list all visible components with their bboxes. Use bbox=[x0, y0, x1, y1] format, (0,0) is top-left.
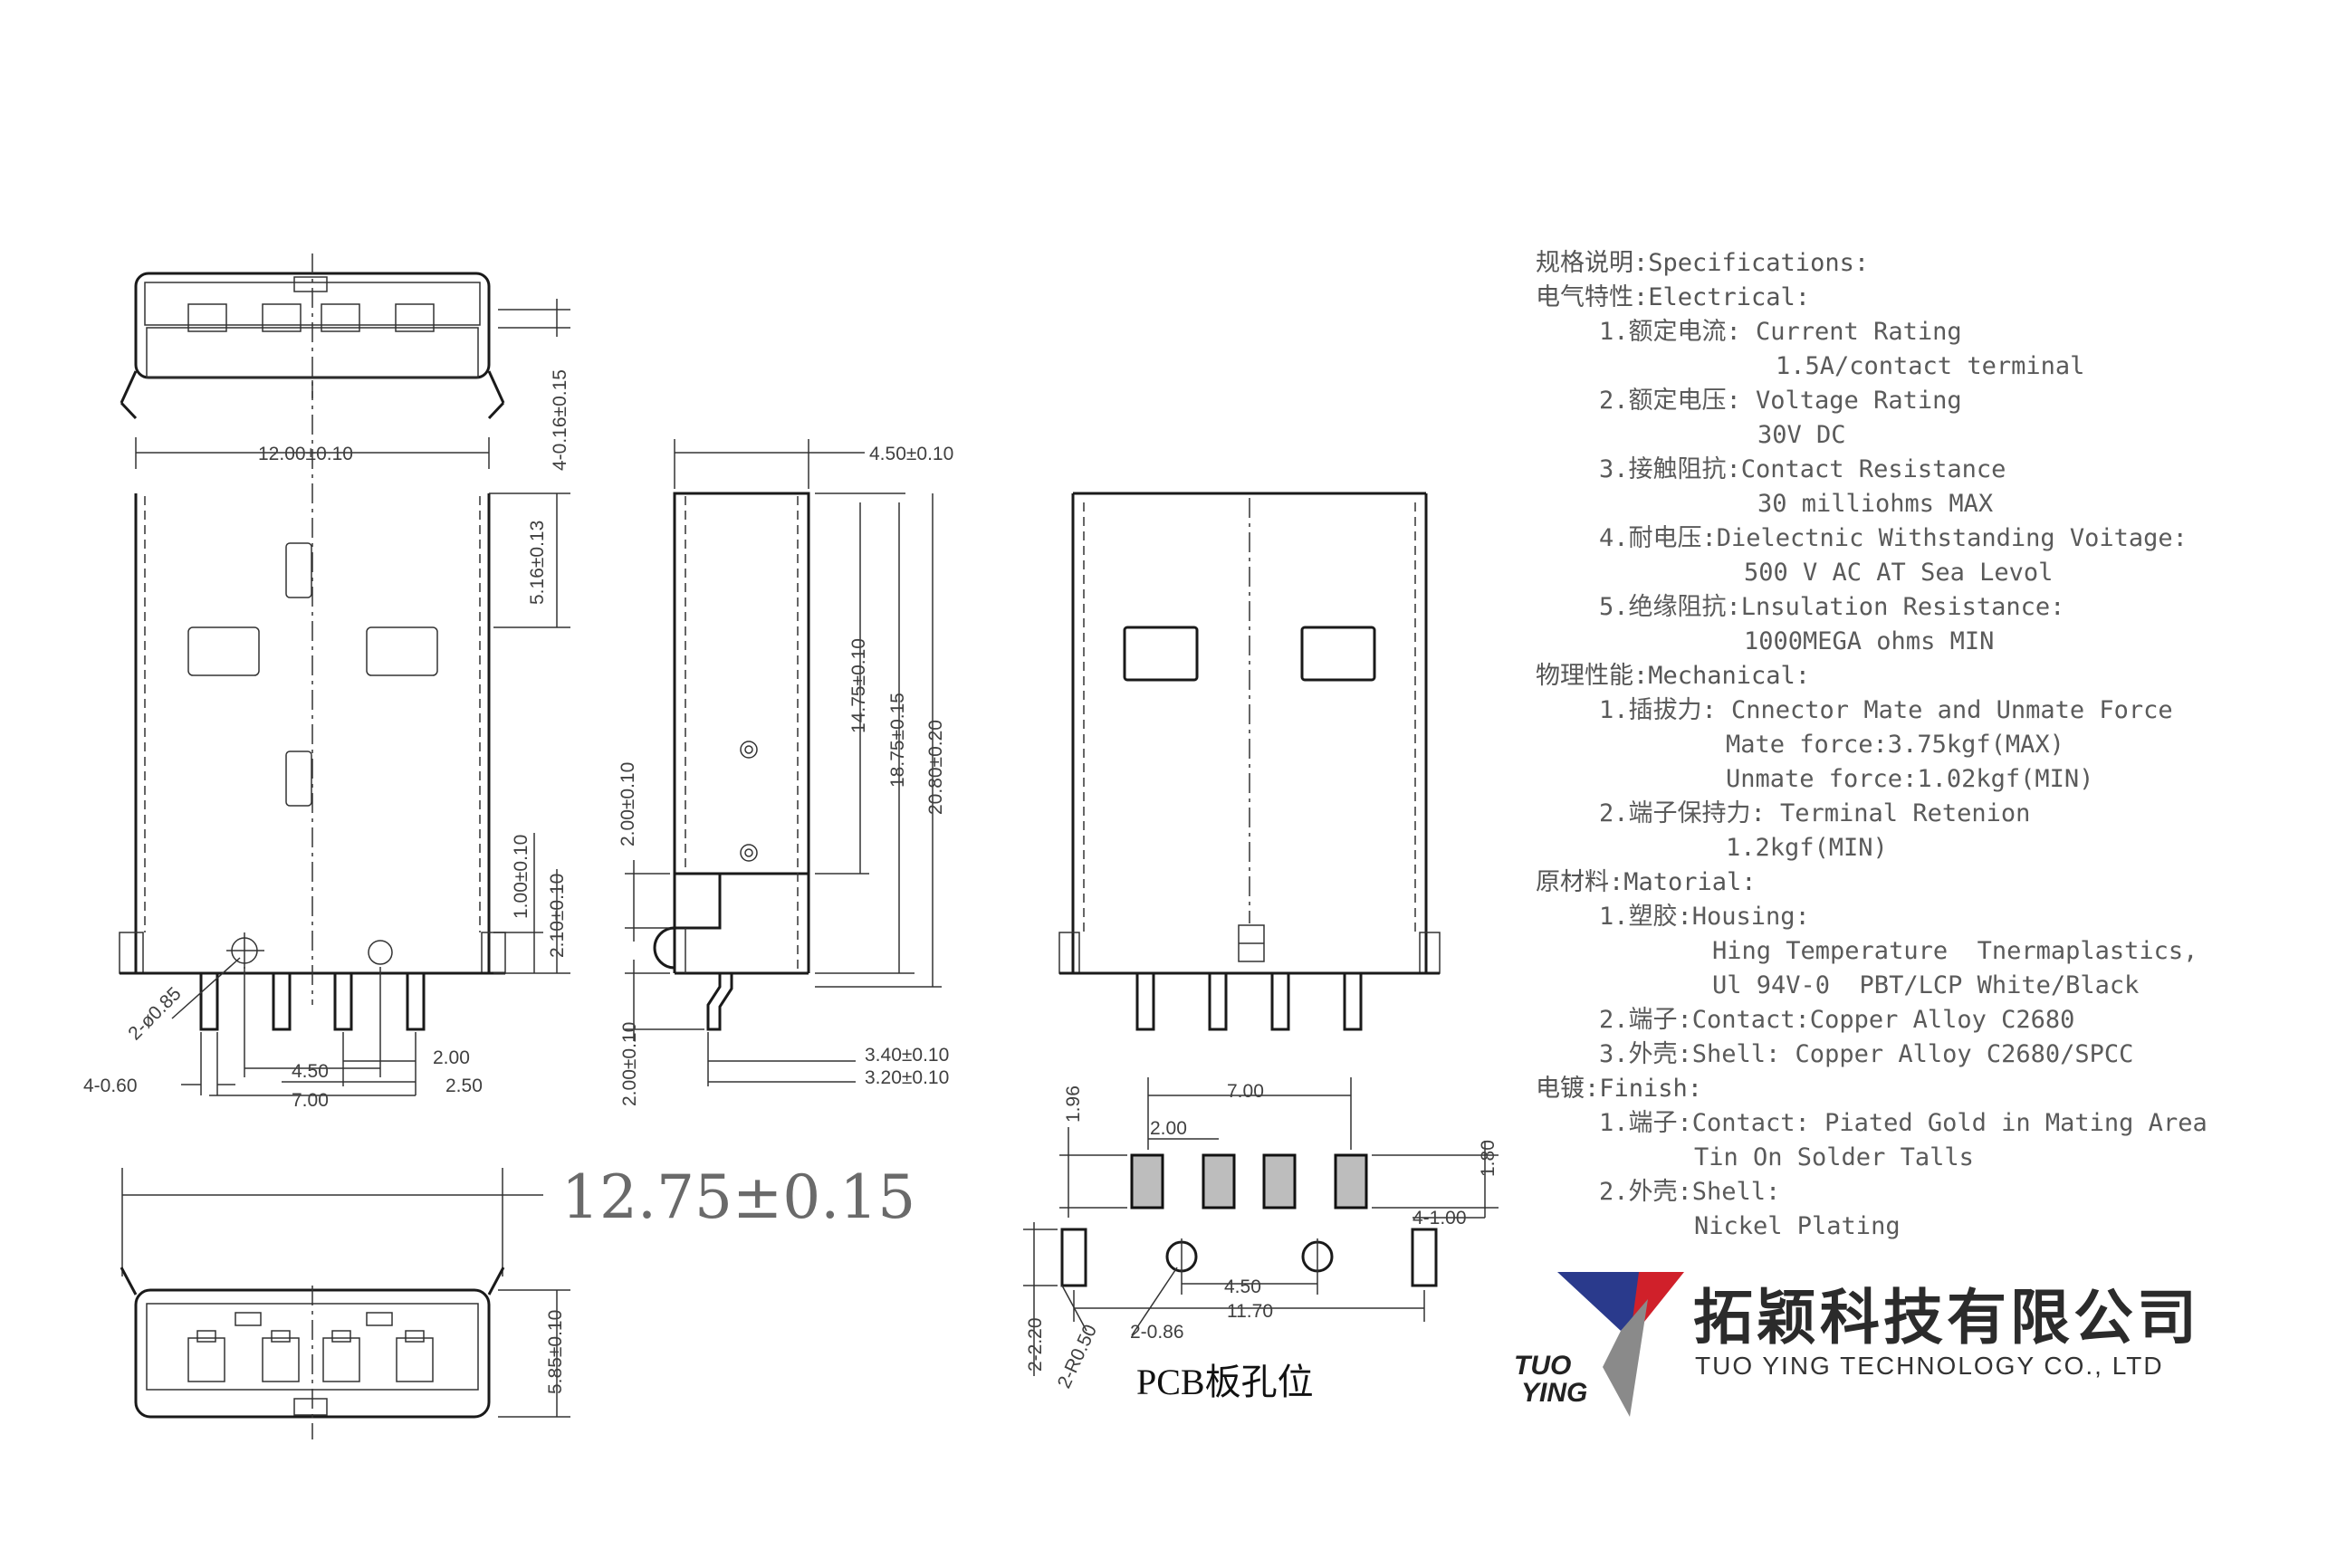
electrical-item: 3.接触阻抗:Contact Resistance bbox=[1599, 455, 2006, 483]
pcb-dim-4-1-00: 4-1.00 bbox=[1412, 1208, 1467, 1229]
top-view: 4-0.16±0.15 bbox=[120, 253, 570, 471]
specs-title: 规格说明:Specifications: bbox=[1536, 249, 1870, 277]
dim-pitch-2-50: 2.50 bbox=[445, 1076, 483, 1096]
electrical-item: 30V DC bbox=[1757, 421, 1846, 449]
specifications-block: 规格说明:Specifications: 电气特性:Electrical: 1.额定… bbox=[1536, 246, 2314, 1244]
dim-bottom-5-85: 5.85±0.10 bbox=[545, 1310, 566, 1394]
dim-span-7-00: 7.00 bbox=[292, 1090, 329, 1111]
dim-overall: 12.75±0.15 bbox=[561, 1162, 915, 1232]
electrical-heading: 电气特性:Electrical: bbox=[1536, 283, 1811, 311]
dim-hole-dia: 2-ø0.85 bbox=[124, 983, 185, 1044]
finish-item: Nickel Plating bbox=[1694, 1212, 1901, 1240]
finish-item: 1.端子:Contact: Piated Gold in Mating Area bbox=[1599, 1109, 2207, 1137]
logo-mark-bottom: YING bbox=[1521, 1378, 1587, 1408]
pcb-dim-r0-50: 2-R0.50 bbox=[1054, 1322, 1101, 1391]
logo-mark-top: TUO bbox=[1514, 1351, 1571, 1381]
mechanical-item: Unmate force:1.02kgf(MIN) bbox=[1726, 765, 2094, 793]
dim-side-2-00b: 2.00±0.10 bbox=[619, 1022, 640, 1106]
pcb-dim-1-80: 1.80 bbox=[1478, 1140, 1499, 1177]
electrical-item: 2.额定电压: Voltage Rating bbox=[1599, 387, 1962, 415]
mechanical-heading: 物理性能:Mechanical: bbox=[1536, 662, 1811, 690]
electrical-item: 500 V AC AT Sea Levol bbox=[1744, 559, 2054, 587]
electrical-item: 1.5A/contact terminal bbox=[1776, 352, 2085, 380]
dim-side-3-40: 3.40±0.10 bbox=[865, 1045, 949, 1066]
company-logo: TUO YING 拓颖科技有限公司 TUO YING TECHNOLOGY CO… bbox=[1514, 1272, 2200, 1417]
pcb-dim-7-00: 7.00 bbox=[1227, 1081, 1264, 1102]
logo-company-en: TUO YING TECHNOLOGY CO., LTD bbox=[1695, 1352, 2164, 1380]
mechanical-item: 1.插拔力: Cnnector Mate and Unmate Force bbox=[1599, 696, 2173, 724]
back-view bbox=[1058, 492, 1441, 1031]
finish-heading: 电镀:Finish: bbox=[1536, 1075, 1703, 1103]
dim-side-18-75: 18.75±0.15 bbox=[887, 693, 908, 788]
electrical-item: 30 milliohms MAX bbox=[1757, 490, 1994, 518]
dim-front-5-16: 5.16±0.13 bbox=[527, 521, 548, 605]
material-item: 2.端子:Contact:Copper Alloy C2680 bbox=[1599, 1006, 2075, 1034]
dim-pitch-2-00: 2.00 bbox=[433, 1047, 470, 1068]
mechanical-item: 1.2kgf(MIN) bbox=[1726, 834, 1888, 862]
dim-side-20-80: 20.80±0.20 bbox=[925, 720, 946, 815]
mechanical-item: 2.端子保持力: Terminal Retenion bbox=[1599, 799, 2031, 827]
dim-top-thickness: 4-0.16±0.15 bbox=[550, 369, 570, 471]
mechanical-item: Mate force:3.75kgf(MAX) bbox=[1726, 731, 2064, 759]
finish-item: 2.外壳:Shell: bbox=[1599, 1178, 1781, 1206]
material-item: Hing Temperature Tnermaplastics, bbox=[1712, 937, 2198, 965]
side-view: 4.50±0.10 14.75±0.10 18.75±0.15 20.80±0.… bbox=[618, 439, 953, 1106]
pcb-dim-2-00: 2.00 bbox=[1150, 1118, 1187, 1139]
material-heading: 原材料:Matorial: bbox=[1536, 868, 1757, 896]
pcb-dim-0-86: 2-0.86 bbox=[1130, 1322, 1184, 1343]
pcb-dim-1-96: 1.96 bbox=[1063, 1085, 1084, 1123]
dim-side-4-50: 4.50±0.10 bbox=[869, 444, 953, 464]
dim-side-3-20: 3.20±0.10 bbox=[865, 1067, 949, 1088]
electrical-item: 4.耐电压:Dielectnic Withstanding Voitage: bbox=[1599, 524, 2188, 552]
material-item: Ul 94V-0 PBT/LCP White/Black bbox=[1712, 971, 2140, 999]
electrical-item: 5.绝缘阻抗:Lnsulation Resistance: bbox=[1599, 593, 2065, 621]
electrical-item: 1000MEGA ohms MIN bbox=[1744, 627, 1995, 655]
pcb-dim-11-70: 11.70 bbox=[1227, 1301, 1273, 1322]
dim-width: 12.00±0.10 bbox=[258, 444, 353, 464]
logo-grey-stem bbox=[1603, 1299, 1648, 1417]
front-view: 12.00±0.10 5.16±0.13 1.00±0.10 2.10±0.10… bbox=[83, 380, 570, 1111]
bottom-view: 12.75±0.15 5.85±0.10 bbox=[120, 1162, 915, 1439]
pcb-dim-2-2-20: 2-2.20 bbox=[1025, 1317, 1046, 1372]
finish-item: Tin On Solder Talls bbox=[1694, 1143, 1974, 1171]
dim-front-1-00: 1.00±0.10 bbox=[511, 835, 531, 919]
pcb-title: PCB板孔位 bbox=[1136, 1362, 1314, 1402]
pcb-dim-4-50: 4.50 bbox=[1224, 1276, 1261, 1297]
logo-company-cn: 拓颖科技有限公司 bbox=[1693, 1283, 2200, 1353]
pcb-layout: 7.00 2.00 1.96 1.80 4-1.00 4.50 11.70 2-… bbox=[1023, 1077, 1499, 1402]
material-item: 1.塑胶:Housing: bbox=[1599, 903, 1810, 931]
dim-side-2-00a: 2.00±0.10 bbox=[618, 762, 638, 846]
dim-front-2-10: 2.10±0.10 bbox=[547, 874, 568, 958]
dim-pin-width: 4-0.60 bbox=[83, 1076, 138, 1096]
material-item: 3.外壳:Shell: Copper Alloy C2680/SPCC bbox=[1599, 1040, 2134, 1068]
dim-side-14-75: 14.75±0.10 bbox=[848, 638, 869, 733]
electrical-item: 1.额定电流: Current Rating bbox=[1599, 318, 1962, 346]
dim-pitch-4-50: 4.50 bbox=[292, 1061, 329, 1082]
